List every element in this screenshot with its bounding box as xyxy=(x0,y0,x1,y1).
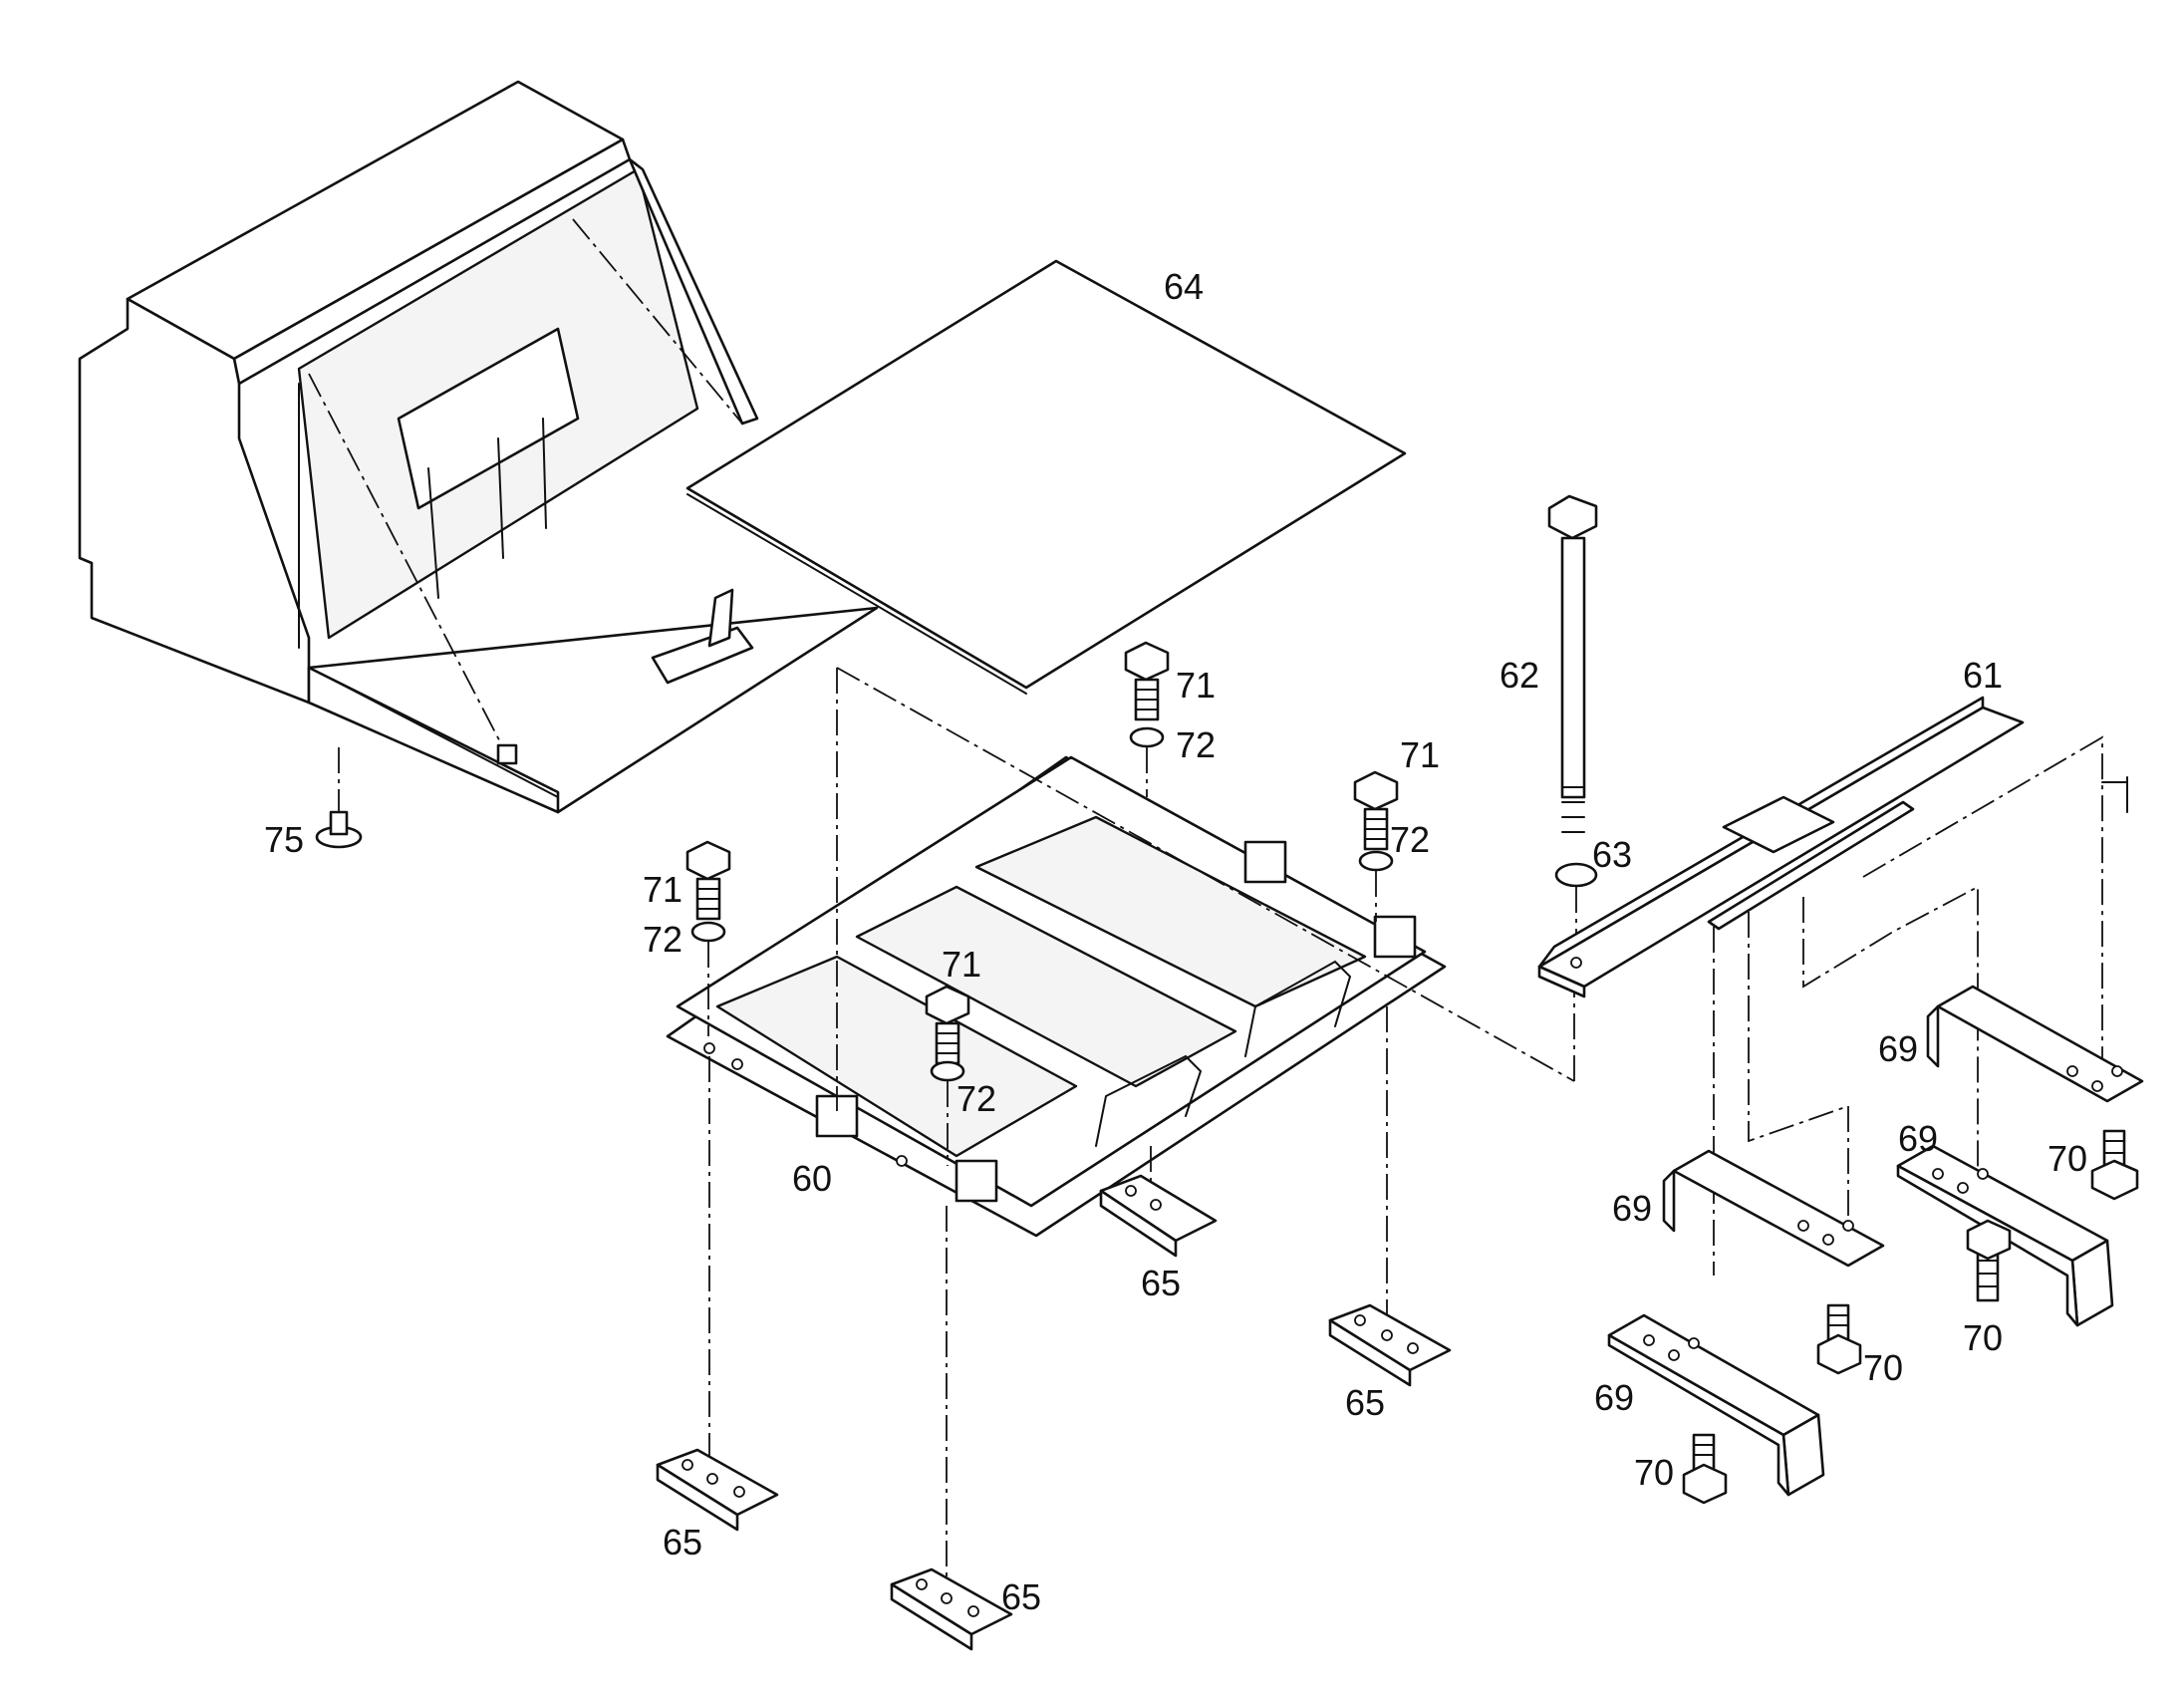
washer-72-d xyxy=(930,1060,965,1082)
leader-rail-69c xyxy=(1802,885,1979,1176)
callout-69-a: 69 xyxy=(1594,1377,1634,1418)
washer-72-b xyxy=(1358,850,1394,872)
callout-70-a: 70 xyxy=(1634,1452,1674,1493)
washer-72-c xyxy=(690,921,726,943)
bolt-71-b xyxy=(1353,770,1399,851)
callout-71-a: 71 xyxy=(1176,665,1216,706)
battery-box-enclosure xyxy=(78,80,879,814)
washer-63 xyxy=(1554,862,1598,888)
callout-61: 61 xyxy=(1963,655,2003,696)
bolt-70-a xyxy=(1682,1433,1728,1505)
callout-65-d: 65 xyxy=(1345,1382,1385,1423)
leader-rail-69b xyxy=(1748,912,1849,1221)
callout-70-d: 70 xyxy=(2048,1138,2087,1179)
pad-65-a xyxy=(656,1056,779,1532)
knob-bolt-75 xyxy=(315,747,363,849)
callout-69-d: 69 xyxy=(1878,1028,1918,1069)
battery-tray-60 xyxy=(666,755,1447,1238)
callout-71-c: 71 xyxy=(643,869,682,910)
bracket-69-b xyxy=(1662,1149,1885,1268)
callout-69-b: 69 xyxy=(1612,1188,1652,1229)
pad-65-d xyxy=(1328,1006,1452,1387)
callout-75: 75 xyxy=(264,819,304,860)
callout-71-b: 71 xyxy=(1400,734,1440,775)
washer-72-a xyxy=(1129,726,1165,748)
callout-65-c: 65 xyxy=(1141,1263,1181,1303)
leader-tray-bracket xyxy=(836,667,1575,1082)
callout-72-c: 72 xyxy=(643,919,682,960)
pad-65-b xyxy=(890,1206,1013,1651)
bolt-71-a xyxy=(1124,641,1170,721)
bolt-71-c xyxy=(685,840,731,921)
bracket-69-c xyxy=(1896,1144,2114,1327)
callout-69-c: 69 xyxy=(1898,1118,1938,1159)
pad-65-c xyxy=(1099,1146,1218,1258)
callout-72-d: 72 xyxy=(956,1078,996,1119)
insulation-sheet-64 xyxy=(685,259,1407,690)
callout-70-b: 70 xyxy=(1863,1347,1903,1388)
callout-71-d: 71 xyxy=(942,944,981,985)
callout-65-a: 65 xyxy=(663,1522,702,1563)
bolt-70-d xyxy=(2090,1129,2139,1201)
long-bolt-62 xyxy=(1547,494,1598,833)
callout-72-a: 72 xyxy=(1176,724,1216,765)
callout-72-b: 72 xyxy=(1390,819,1430,860)
bracket-69-d xyxy=(1926,985,2144,1103)
callout-70-c: 70 xyxy=(1963,1317,2003,1358)
bracket-69-a xyxy=(1607,1313,1825,1497)
rail-61 xyxy=(1537,696,2025,998)
sheet-edge xyxy=(686,493,1027,695)
callout-62: 62 xyxy=(1500,655,1539,696)
bolt-70-c xyxy=(1966,1219,2012,1302)
callout-60: 60 xyxy=(792,1158,832,1199)
callout-64: 64 xyxy=(1164,266,1204,307)
callout-63: 63 xyxy=(1592,834,1632,875)
leader-rail-69d xyxy=(1862,735,2103,1071)
callout-65-b: 65 xyxy=(1001,1576,1041,1617)
bolt-70-b xyxy=(1816,1303,1862,1375)
